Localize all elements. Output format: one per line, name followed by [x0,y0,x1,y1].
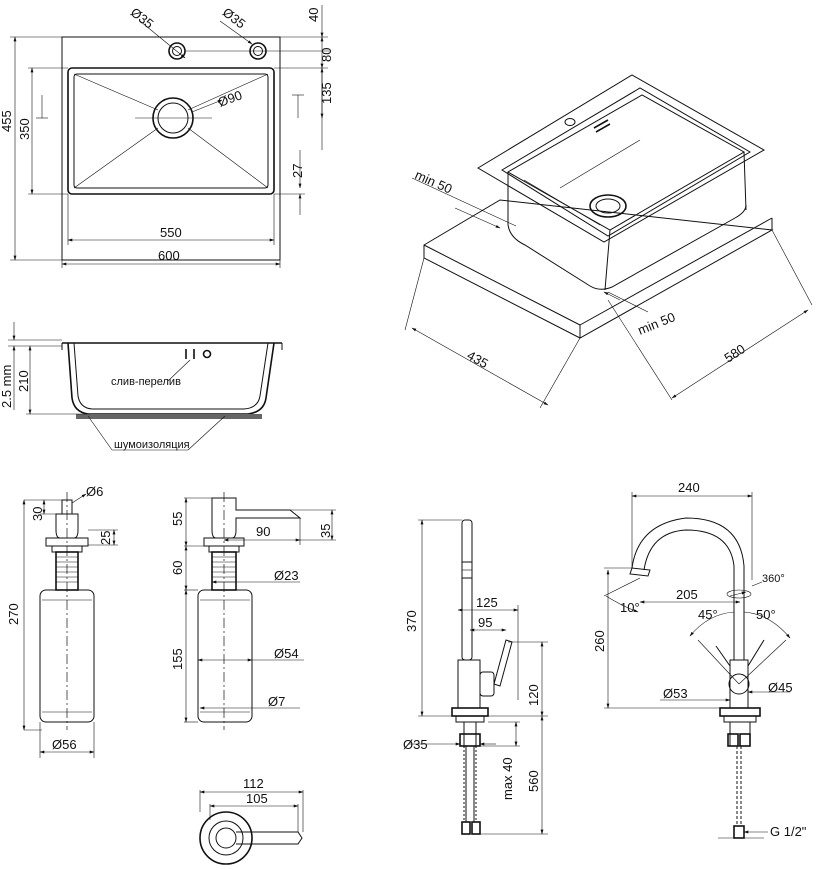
dispenser-top-outer [199,811,253,865]
faucet-body [457,659,481,709]
section-depth: 210 [16,370,31,392]
dim-80: 80 [319,48,334,62]
faucet-max-depth: max 40 [500,757,515,800]
faucet-side-view: 370 125 95 120 Ø35 max 40 560 [403,519,548,835]
front-dia-45: Ø45 [768,680,793,695]
dim-600: 600 [158,248,180,263]
insulation-label: шумоизоляция [114,439,190,451]
sink-isometric-view: min 50 min 50 435 580 [404,74,813,409]
iso-dim-435: 435 [465,348,491,372]
hole-right-label: Ø35 [220,5,249,32]
dim-350: 350 [17,118,32,140]
dispenser-dim-25: 25 [98,531,113,545]
faucet-dim-95: 95 [478,615,492,630]
bowl-outer [67,67,275,195]
front-reach: 205 [676,587,698,602]
faucet-dim-120: 120 [526,684,541,706]
faucet-dim-125: 125 [476,595,498,610]
side-dia-body: Ø54 [274,646,299,661]
iso-dim-580: 580 [721,341,747,365]
dim-550: 550 [160,225,182,240]
dim-135: 135 [319,82,334,104]
dispenser-dim-30: 30 [30,507,45,521]
iso-min-left: min 50 [413,167,455,197]
faucet-hole-left [168,42,186,60]
overflow-label: слив-перелив [111,376,181,388]
dim-40: 40 [306,8,321,22]
top-dim-112: 112 [243,776,264,791]
dim-455: 455 [0,110,14,132]
side-dim-60: 60 [170,561,185,575]
faucet-spout-tube [461,519,473,661]
drain-label: Ø90 [216,87,244,110]
side-dia-hole: Ø7 [268,694,285,709]
dispenser-dia-bottom: Ø56 [52,737,77,752]
side-dim-55: 55 [170,512,185,526]
sink-outline [61,36,281,261]
iso-min-right: min 50 [636,309,678,338]
dim-27: 27 [290,164,305,178]
insulation-pad [76,414,262,419]
front-angle-50: 50° [756,607,776,622]
dispenser-height: 270 [6,603,21,625]
dispenser-top-view: 112 105 [199,776,304,865]
front-angle-45: 45° [698,607,718,622]
faucet-arc-outer [631,517,745,660]
top-dim-105: 105 [246,791,268,806]
hole-left-label: Ø35 [128,5,157,32]
front-height: 260 [592,630,607,652]
sink-top-view: Ø35 Ø35 Ø90 40 80 135 27 455 350 [0,5,334,268]
dispenser-front-view: Ø6 30 25 270 Ø56 [6,484,118,758]
bowl-inner [73,73,269,189]
faucet-front-view: 240 360° 205 10° 45° 50° 260 Ø53 Ø45 G 1… [592,480,807,839]
front-angle-10: 10° [620,600,640,615]
iso-drain [589,194,627,218]
front-rotation: 360° [762,573,785,585]
front-width: 240 [678,480,700,495]
side-dia-thread: Ø23 [274,568,299,583]
side-dim-35: 35 [318,524,333,538]
side-dim-155: 155 [170,648,185,670]
side-dim-90: 90 [256,524,270,539]
sink-section-view: слив-перелив шумоизоляция 2.5 mm 210 [0,322,283,451]
faucet-dia-base: Ø35 [403,737,428,752]
section-thickness: 2.5 mm [0,365,14,408]
faucet-hose: 560 [526,770,541,792]
faucet-height: 370 [404,610,419,632]
dispenser-side-view: 55 60 155 90 35 Ø23 Ø54 Ø7 [170,492,336,730]
faucet-lever [493,639,513,687]
dispenser-dia-top: Ø6 [86,484,103,499]
front-thread: G 1/2" [770,824,807,839]
front-dia-53: Ø53 [663,686,688,701]
